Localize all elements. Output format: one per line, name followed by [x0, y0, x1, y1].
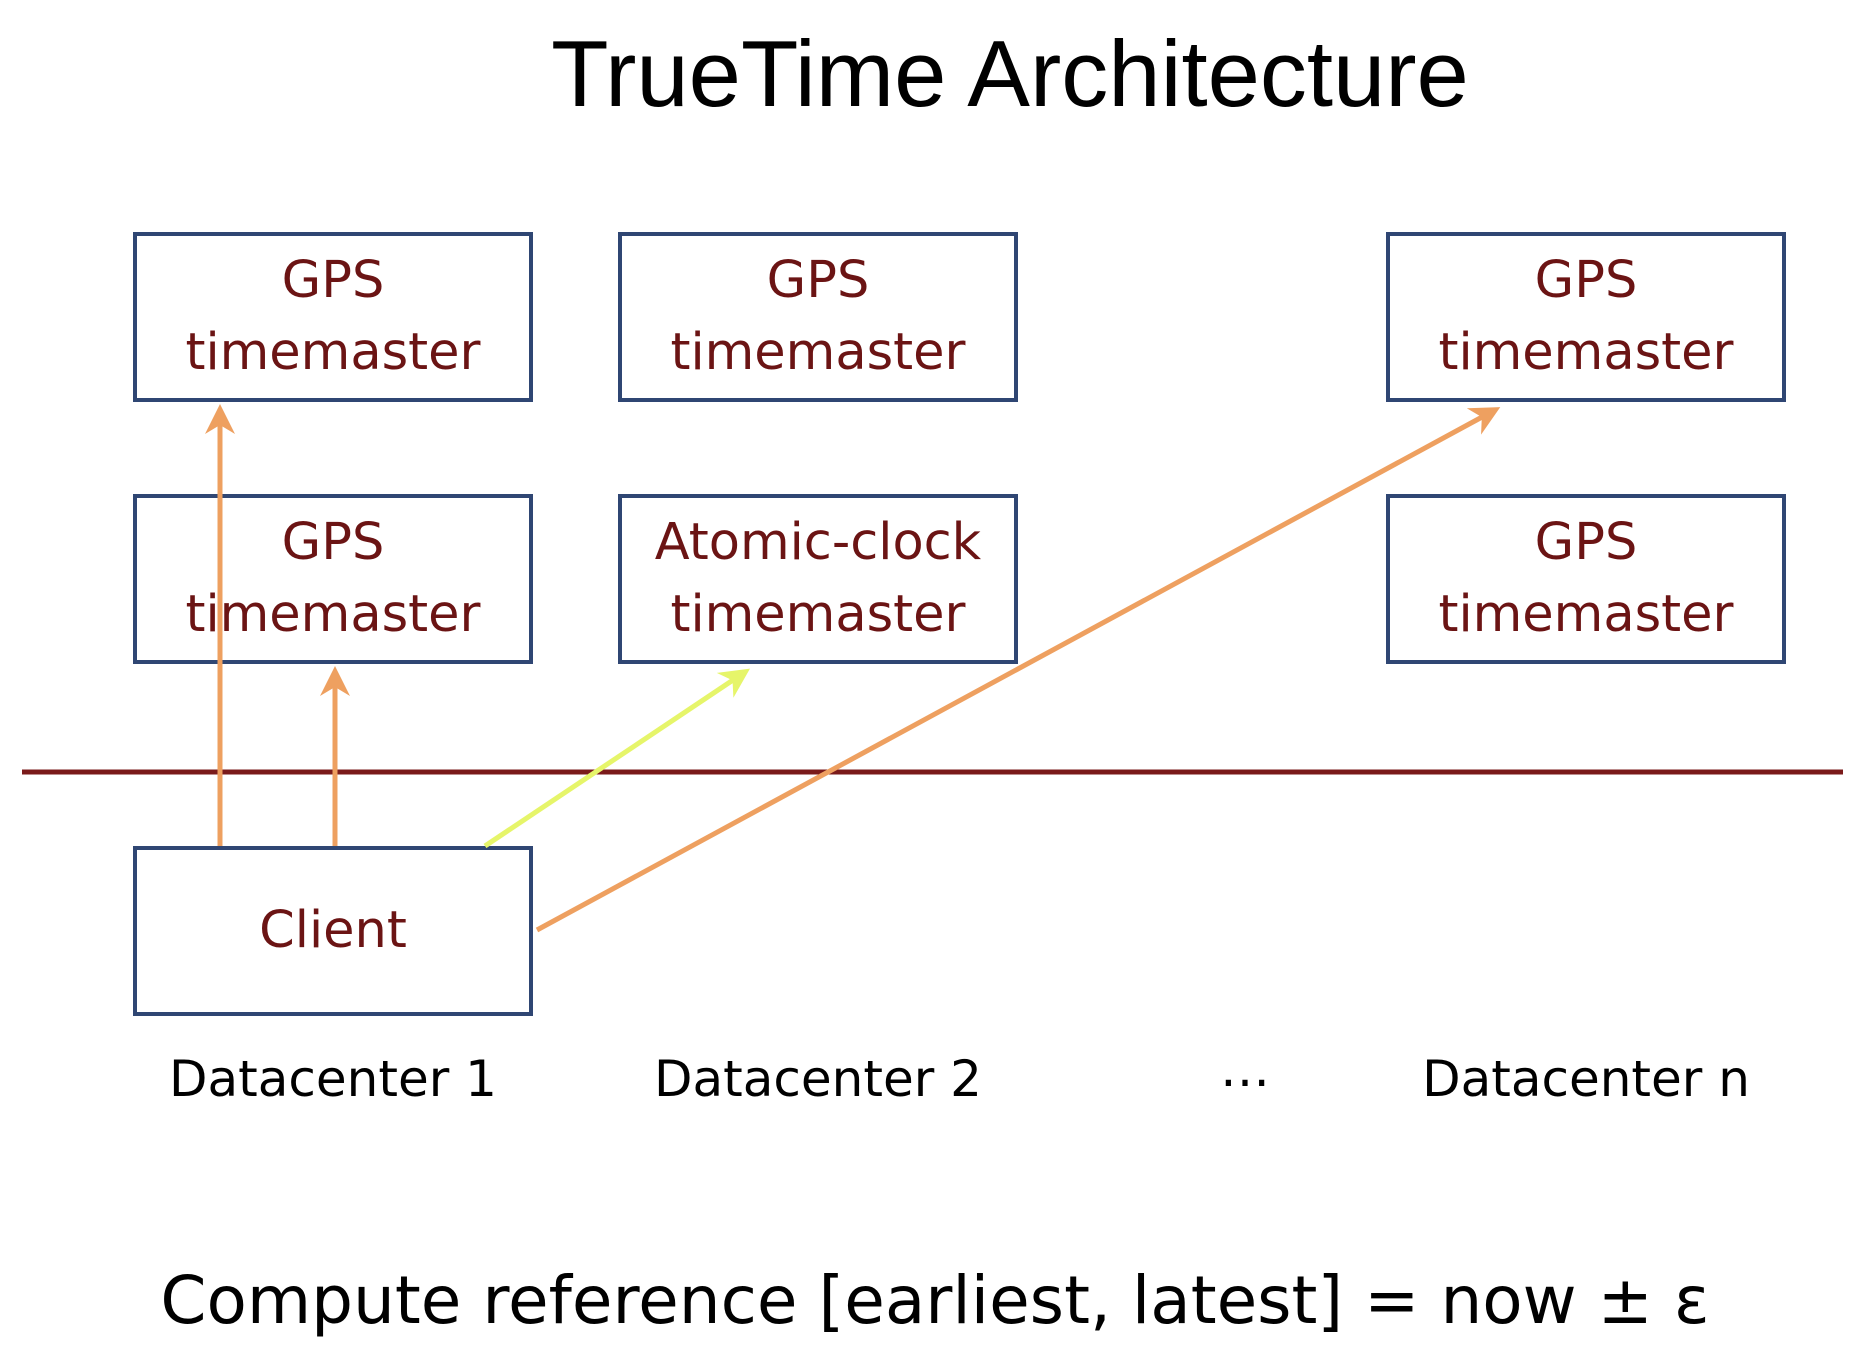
diagram-title: TrueTime Architecture: [551, 21, 1469, 126]
dc1-gps-timemaster-middle: GPS timemaster: [133, 494, 533, 664]
datacenter-n-label: Datacenter n: [1422, 1050, 1750, 1108]
dc2-gps-timemaster-top: GPS timemaster: [618, 232, 1018, 402]
box-line: GPS: [1534, 251, 1638, 310]
box-line: timemaster: [670, 323, 966, 382]
datacenter-2-label: Datacenter 2: [654, 1050, 982, 1108]
dcn-gps-timemaster-middle: GPS timemaster: [1386, 494, 1786, 664]
ellipsis-label: …: [1220, 1040, 1270, 1098]
box-line: timemaster: [1438, 585, 1734, 644]
box-line: GPS: [281, 251, 385, 310]
arrow-client-to-dc2-atomic: [483, 668, 750, 849]
client-box: Client: [133, 846, 533, 1016]
datacenter-1-label: Datacenter 1: [169, 1050, 497, 1108]
box-line: timemaster: [670, 585, 966, 644]
box-line: GPS: [1534, 513, 1638, 572]
time-interval-formula: Compute reference [earliest, latest] = n…: [160, 1262, 1710, 1339]
box-line: timemaster: [185, 323, 481, 382]
dcn-gps-timemaster-top: GPS timemaster: [1386, 232, 1786, 402]
arrow-client-to-dcn-top: [535, 407, 1501, 933]
box-line: GPS: [281, 513, 385, 572]
box-line: Client: [259, 901, 407, 960]
box-line: timemaster: [1438, 323, 1734, 382]
dc1-gps-timemaster-top: GPS timemaster: [133, 232, 533, 402]
box-line: timemaster: [185, 585, 481, 644]
box-line: GPS: [766, 251, 870, 310]
dc2-atomic-clock-timemaster: Atomic-clock timemaster: [618, 494, 1018, 664]
box-line: Atomic-clock: [654, 513, 982, 572]
